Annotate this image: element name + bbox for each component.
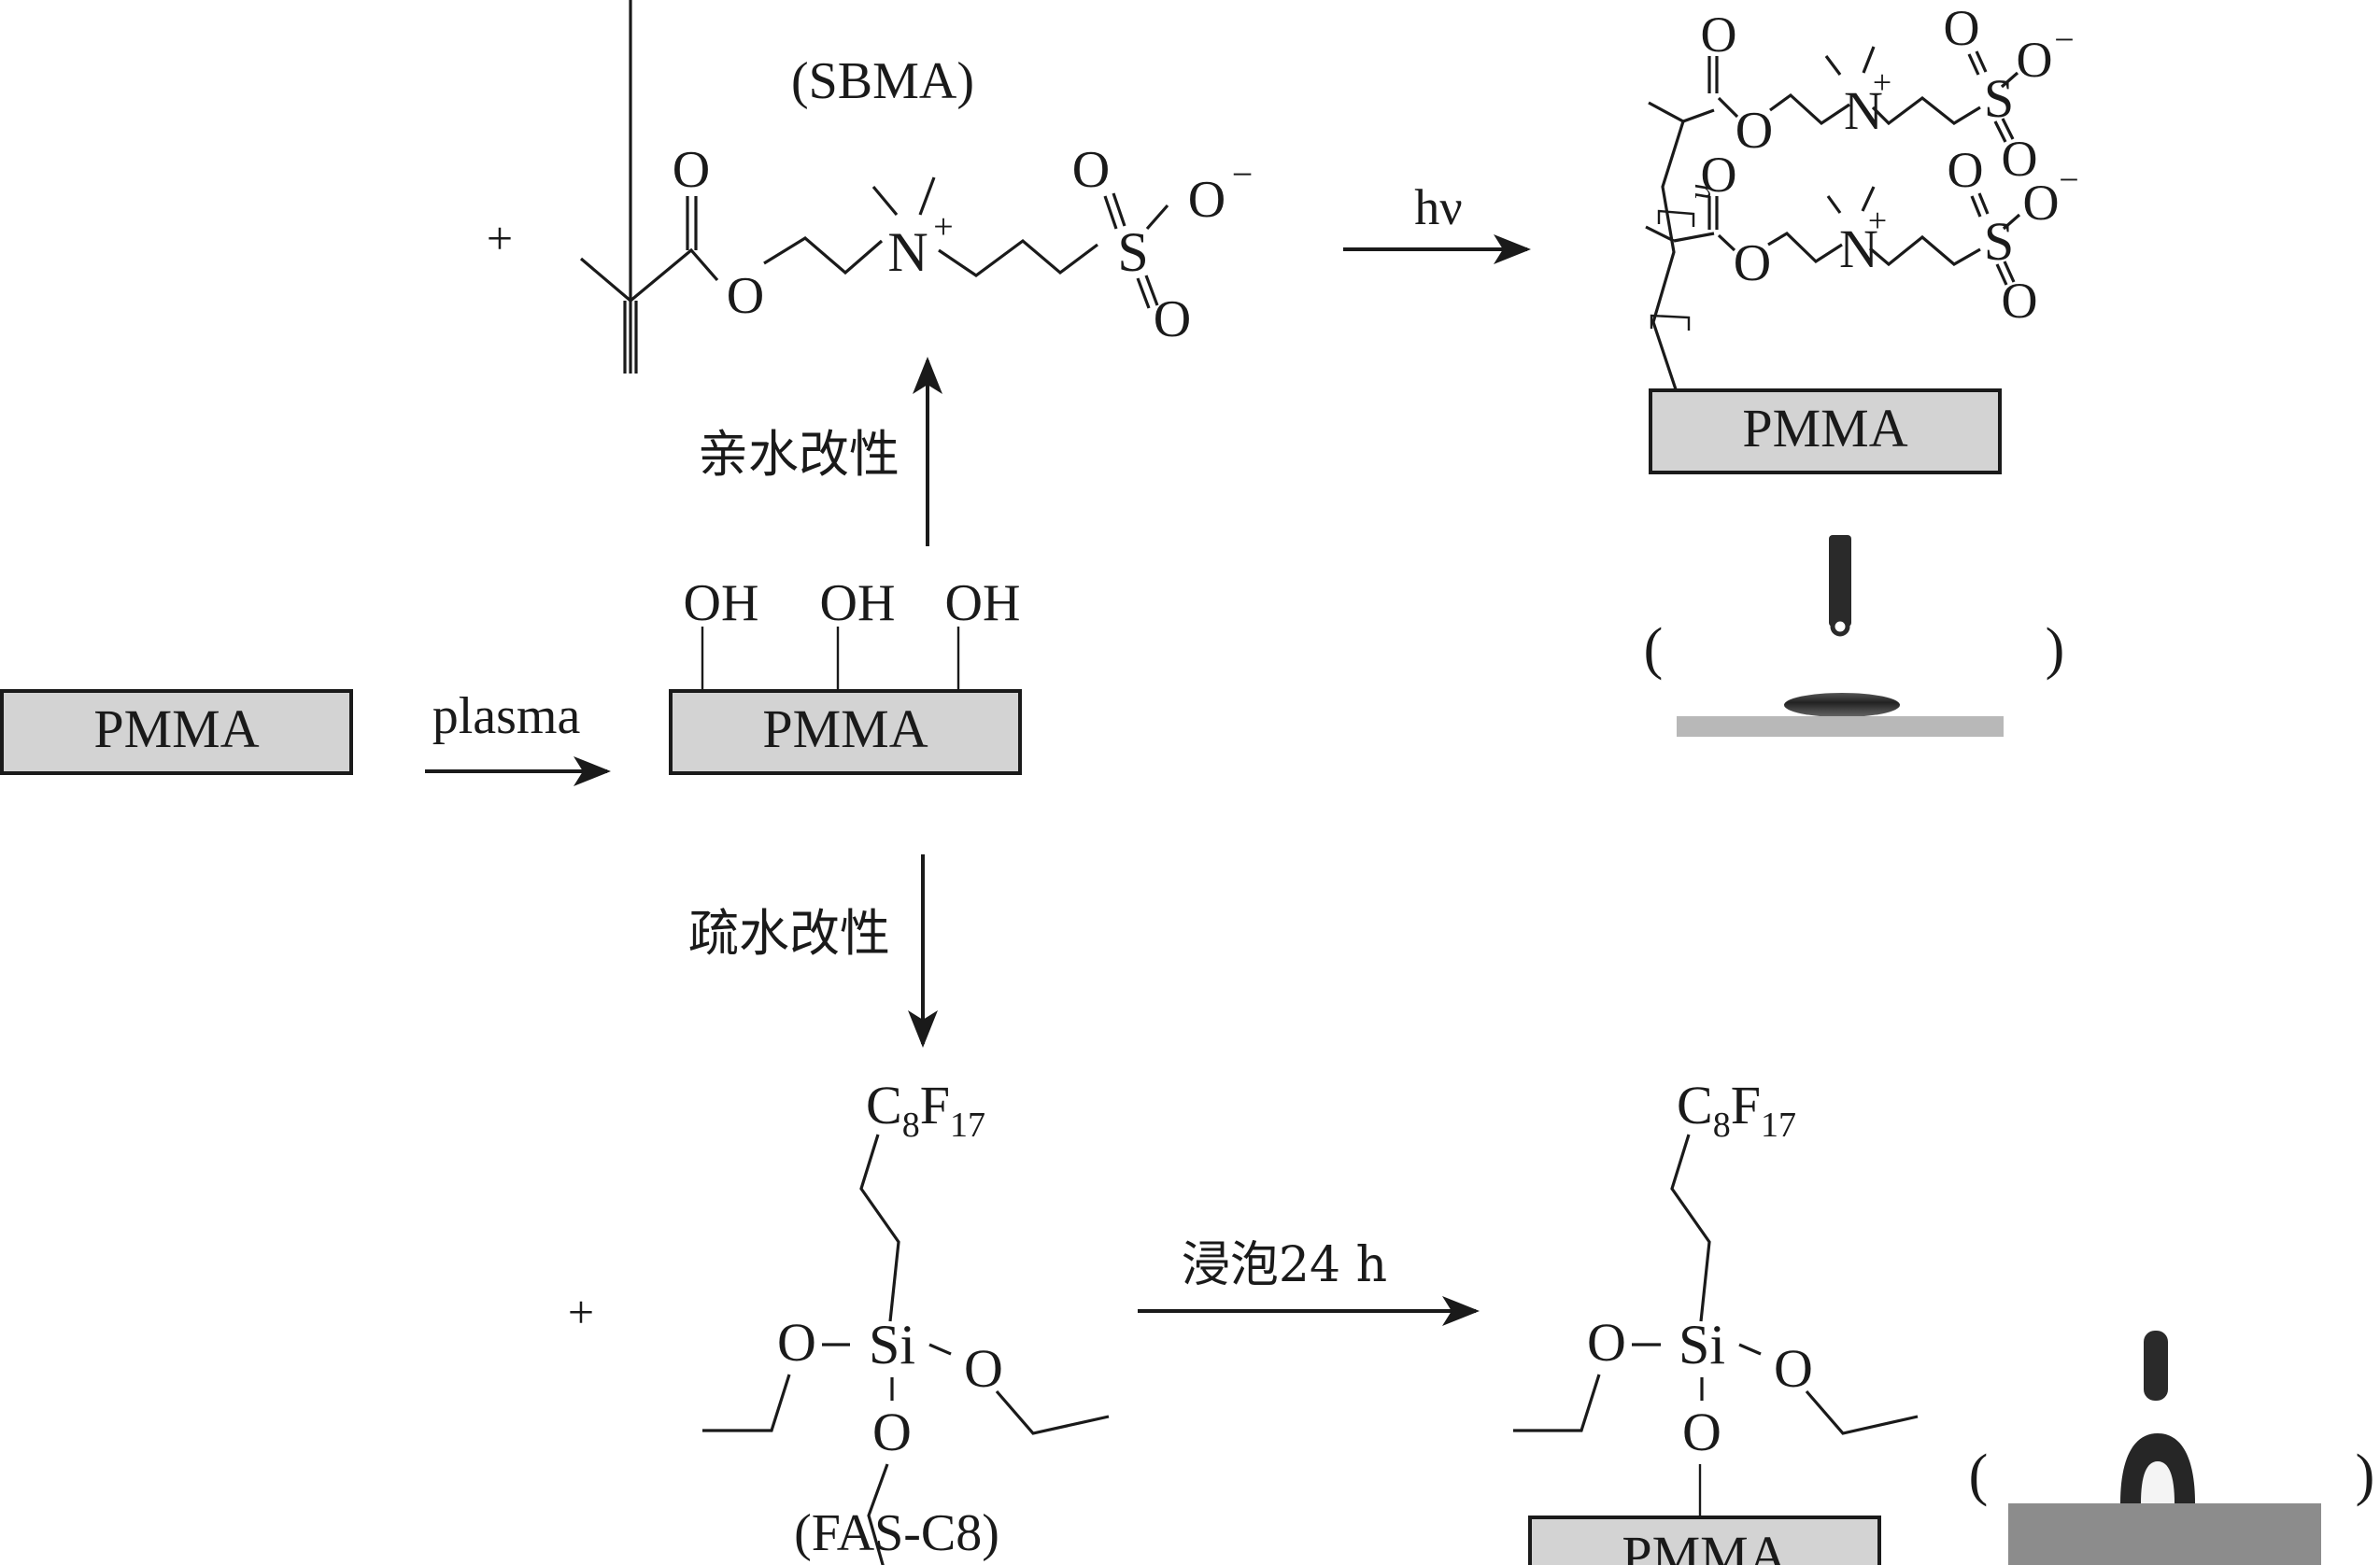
hydrophilic-contact-angle-image: ( ) [1644,535,2065,737]
pmma-box [1528,1516,1881,1565]
pmma-label: PMMA [762,698,928,759]
pmma-box [0,689,353,775]
plasma-label: plasma [432,687,581,745]
atom-o: O [2002,273,2038,329]
oh-group: OH [945,574,1021,632]
atom-o: O [964,1338,1003,1399]
surface-strip [2008,1503,2321,1565]
fas-c8-structure: C8F17 Si O O O (FAS-C8) [702,1075,1110,1565]
pmma-label: PMMA [1622,1525,1787,1565]
atom-o: O [1072,141,1110,199]
plasma-treated-substrate: OH OH OH PMMA [669,574,1022,775]
sbma-name: (SBMA) [791,52,974,110]
hydrophobic-branch-arrow: 疏水改性 [688,854,938,1048]
hydrophobic-label: 疏水改性 [688,904,890,963]
repeat-bracket [1650,314,1691,331]
paren-open: ( [1969,1444,1989,1507]
plus-sign: + [487,212,513,264]
atom-o: O [1734,234,1771,292]
fas-grafted-structure: C8F17 Si O O O PMMA [1513,1075,1919,1565]
atom-o: O [1944,0,1980,56]
atom-o: O [2017,32,2053,88]
bond [579,247,719,303]
hydrophilic-branch-arrow: 亲水改性 [698,357,942,546]
fluoro-group: C8F17 [866,1075,985,1145]
atom-o: O [1701,7,1737,63]
paren-close: ) [2046,617,2065,681]
atom-si: Si [1679,1314,1725,1375]
atom-s: S [1117,221,1148,283]
soak-reaction-arrow: 浸泡24 h [1138,1237,1480,1326]
needle-icon [2144,1331,2168,1401]
atom-o: O [727,267,764,325]
paren-open: ( [1644,617,1664,681]
charge-minus: − [1232,153,1254,195]
pmma-label: PMMA [1742,398,1907,458]
start-substrate: PMMA [0,689,353,775]
needle-icon [1829,535,1851,627]
hydrophilic-label: 亲水改性 [698,425,900,484]
atom-s: S [1984,68,2014,129]
atom-n: N [887,221,928,283]
atom-o: O [673,141,710,199]
oh-group: OH [684,574,759,632]
charge-plus: + [1868,202,1887,239]
charge-plus: + [1873,63,1891,101]
plasma-arrow: plasma [425,687,611,786]
atom-o: O [1188,171,1225,229]
hv-label: hν [1414,179,1462,235]
atom-s: S [1984,211,2014,272]
pmma-box [1649,388,2002,474]
soak-label: 浸泡24 h [1182,1237,1387,1293]
fluoro-group: C8F17 [1677,1075,1796,1145]
water-drop-icon [1784,693,1900,717]
paren-close: ) [2356,1444,2375,1507]
atom-o: O [2002,131,2038,187]
sbma-structure: O O N + S O O − O [579,0,1254,374]
atom-si: Si [869,1314,915,1375]
photo-reaction-arrow: hν [1343,179,1531,264]
atom-o: O [1587,1312,1626,1373]
atom-o: O [777,1312,816,1373]
repeat-bracket [1657,209,1695,227]
hydrophobic-contact-angle-image: ( ) [1969,1331,2375,1565]
atom-o: O [2023,175,2060,231]
fas-c8-name: (FAS-C8) [794,1504,999,1562]
charge-minus: − [2054,21,2074,60]
charge-minus: − [2059,161,2078,200]
grafted-polysbma-structure: O O N + S O O − O n O O N + S [1645,0,2079,474]
pmma-label: PMMA [93,698,259,759]
atom-o: O [872,1402,912,1462]
repeat-n: n [1688,184,1722,200]
atom-o: O [1682,1402,1721,1462]
atom-o: O [1701,147,1737,203]
charge-plus: + [933,207,953,247]
atom-o: O [1774,1338,1813,1399]
plus-sign: + [568,1286,594,1338]
pmma-box [669,689,1022,775]
oh-group: OH [820,574,896,632]
atom-o: O [1154,290,1191,348]
surface-strip [1677,716,2004,737]
atom-o: O [1735,102,1773,160]
atom-o: O [1948,142,1984,198]
